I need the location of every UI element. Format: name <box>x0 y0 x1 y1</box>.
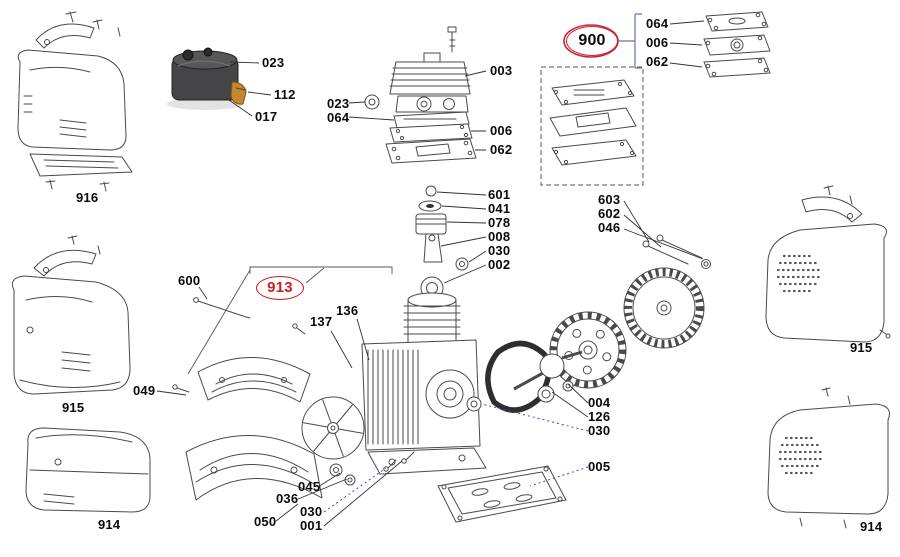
part-label-046: 046 <box>598 220 621 235</box>
part-label-001: 001 <box>300 518 323 533</box>
flywheel-pulley <box>549 311 627 389</box>
part-label-078: 078 <box>488 215 511 230</box>
part-label-030-bottom: 030 <box>300 504 323 519</box>
rotor-fan <box>301 396 365 460</box>
part-label-112: 112 <box>274 87 296 102</box>
part-label-137: 137 <box>310 314 333 329</box>
leader-lines <box>156 20 705 527</box>
part-label-126: 126 <box>588 409 611 424</box>
fan-wheel <box>623 267 705 349</box>
cover-label-916: 916 <box>76 190 99 205</box>
part-label-030-piston: 030 <box>488 243 511 258</box>
group-900-plates <box>563 11 771 78</box>
cover-916-drawing <box>17 11 133 192</box>
cylinder-head-assembly <box>364 26 477 164</box>
belt <box>485 340 552 413</box>
gasket-set-dashed-box <box>540 66 644 186</box>
group-label-900: 900 <box>566 26 618 56</box>
part-label-004: 004 <box>588 395 611 410</box>
part-label-008: 008 <box>488 229 511 244</box>
part-label-030-bearing: 030 <box>588 423 611 438</box>
part-label-064-group900: 064 <box>646 16 669 31</box>
part-label-050: 050 <box>254 514 277 529</box>
part-label-036: 036 <box>276 491 299 506</box>
part-label-136: 136 <box>336 303 359 318</box>
stator-shells <box>185 357 323 501</box>
part-label-049: 049 <box>133 383 156 398</box>
part-label-005: 005 <box>588 459 611 474</box>
part-label-062-group900: 062 <box>646 54 669 69</box>
misc-fasteners <box>172 297 415 486</box>
cover-label-914-right: 914 <box>860 519 883 534</box>
base-plate <box>437 465 567 523</box>
part-label-045: 045 <box>298 479 321 494</box>
part-label-602: 602 <box>598 206 621 221</box>
part-label-601: 601 <box>488 187 511 202</box>
part-label-064-head: 064 <box>327 110 350 125</box>
part-label-023-control-box: 023 <box>262 55 285 70</box>
cover-914-left-drawing <box>25 427 151 513</box>
cover-914-right-drawing <box>767 387 890 529</box>
cover-label-915-right: 915 <box>850 340 873 355</box>
part-label-603: 603 <box>598 192 621 207</box>
part-label-006-group900: 006 <box>646 35 669 50</box>
part-label-041: 041 <box>488 201 511 216</box>
cover-915-right-drawing <box>765 185 891 343</box>
screws-603-602-046 <box>642 234 711 269</box>
cover-label-914-left: 914 <box>98 517 121 532</box>
crankcase-motor <box>361 292 487 475</box>
control-box-photo <box>167 47 247 110</box>
part-label-002: 002 <box>488 257 511 272</box>
cover-915-left-drawing <box>11 235 131 395</box>
part-label-017: 017 <box>255 109 278 124</box>
cover-label-915-left: 915 <box>62 400 85 415</box>
part-label-600: 600 <box>178 273 201 288</box>
group-913-bracket <box>187 266 393 375</box>
group-label-913: 913 <box>256 276 304 300</box>
crankshaft <box>513 350 583 403</box>
part-label-003: 003 <box>490 63 513 78</box>
part-label-023-head: 023 <box>327 96 350 111</box>
part-label-062-head: 062 <box>490 142 513 157</box>
part-label-006-head: 006 <box>490 123 513 138</box>
